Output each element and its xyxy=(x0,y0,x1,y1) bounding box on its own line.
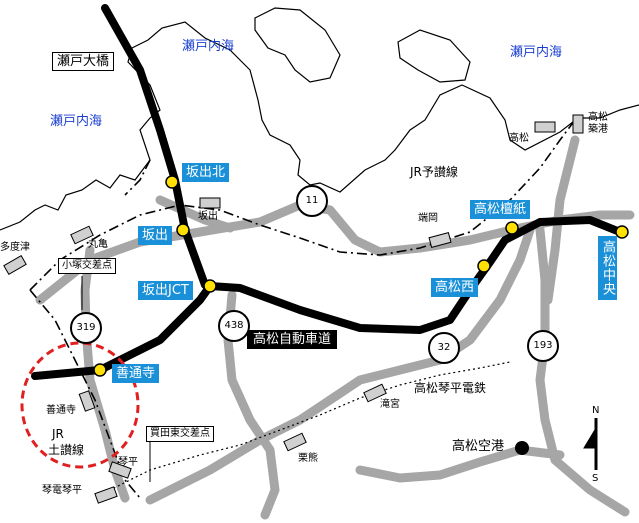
ic-dot-sakaide-jct xyxy=(203,279,217,293)
station-takamatsu xyxy=(534,121,556,133)
ic-dot-takamatsu-chuo xyxy=(615,225,629,239)
ic-dot-sakaide xyxy=(176,223,190,237)
coastline-island xyxy=(254,7,341,83)
coastline-east xyxy=(397,29,471,83)
station-label-zentsuji: 善通寺 xyxy=(46,405,76,416)
airport-label: 高松空港 xyxy=(452,439,505,454)
station-label-marugame: 丸亀 xyxy=(88,239,108,250)
sea-label-3: 瀬戸内海 xyxy=(510,45,563,60)
station-kotohira xyxy=(108,461,132,479)
ic-label-takamatsu-nishi: 高松西 xyxy=(431,278,479,297)
intersection-kozuka: 小塚交差点 xyxy=(58,258,116,274)
compass-s: S xyxy=(592,473,599,484)
station-label-sakaide: 坂出 xyxy=(198,211,218,222)
road-32 xyxy=(145,225,535,505)
kotoden-line xyxy=(99,361,511,496)
station-takamatsu-chikko xyxy=(572,114,584,134)
station-zentsuji xyxy=(78,390,96,412)
ic-label-takamatsu-danshi: 高松檀紙 xyxy=(470,200,531,219)
road-sakaide-north xyxy=(155,195,235,233)
station-label-kotohira: 琴平 xyxy=(118,457,138,468)
zentsuji-highlight xyxy=(20,341,140,469)
station-label-kotoden-kotohira: 琴電琴平 xyxy=(42,485,82,496)
sea-label-1: 瀬戸内海 xyxy=(182,39,235,54)
compass-arrow xyxy=(583,418,598,470)
ic-label-zentsuji: 善通寺 xyxy=(112,364,160,383)
kotoden-label: 高松琴平電鉄 xyxy=(414,381,487,395)
station-tadotsu xyxy=(3,254,27,276)
route-shield-193: 193 xyxy=(527,330,559,362)
jr-yosan-branch xyxy=(124,159,151,196)
station-label-tadotsu: 多度津 xyxy=(0,242,30,253)
jr-yosan-label: JR予讃線 xyxy=(410,165,458,179)
bridge-label: 瀬戸大橋 xyxy=(52,52,115,71)
route-shield-319: 319 xyxy=(70,312,102,344)
road-south xyxy=(355,445,565,483)
ic-label-sakaide-jct: 坂出JCT xyxy=(138,281,193,300)
jr-dosan-line xyxy=(29,289,141,499)
ic-dot-sakaide-kita xyxy=(165,175,179,189)
intersection-kaita-higashi: 買田東交差点 xyxy=(146,426,214,442)
sea-label-2: 瀬戸内海 xyxy=(50,114,103,129)
station-kuruma xyxy=(283,432,307,452)
coastline xyxy=(0,21,639,231)
station-kotoden-kotohira xyxy=(94,486,118,504)
jr-yosan-line xyxy=(29,119,576,291)
station-label-takinomiya: 滝宮 xyxy=(380,399,400,410)
compass-n: N xyxy=(592,405,600,416)
ic-dot-takamatsu-danshi xyxy=(505,221,519,235)
station-marugame xyxy=(70,225,94,245)
station-hashioka xyxy=(428,231,452,249)
takamatsu-expressway xyxy=(31,216,624,380)
station-label-hashioka: 端岡 xyxy=(418,213,438,224)
jr-dosan-label-2: 土讃線 xyxy=(48,443,85,457)
ic-dot-zentsuji xyxy=(93,363,107,377)
route-shield-438: 438 xyxy=(218,310,250,342)
ic-label-takamatsu-chuo: 高松中央 xyxy=(598,236,617,300)
station-takinomiya xyxy=(363,383,387,403)
station-sakaide xyxy=(199,197,221,209)
ic-label-sakaide: 坂出 xyxy=(138,226,173,245)
ic-dot-takamatsu-nishi xyxy=(477,259,491,273)
seto-ohashi-route xyxy=(101,4,209,289)
expressway-label: 高松自動車道 xyxy=(247,330,338,349)
station-label-takamatsu: 高松 xyxy=(509,133,529,144)
route-shield-32: 32 xyxy=(428,332,460,364)
station-label-kuruma: 栗熊 xyxy=(298,453,318,464)
airport-marker xyxy=(515,441,529,455)
route-shield-11: 11 xyxy=(296,185,328,217)
station-label-takamatsu-chikko: 高松 築港 xyxy=(588,112,608,135)
ic-label-sakaide-kita: 坂出北 xyxy=(182,163,230,182)
jr-dosan-label-1: JR xyxy=(52,427,64,441)
